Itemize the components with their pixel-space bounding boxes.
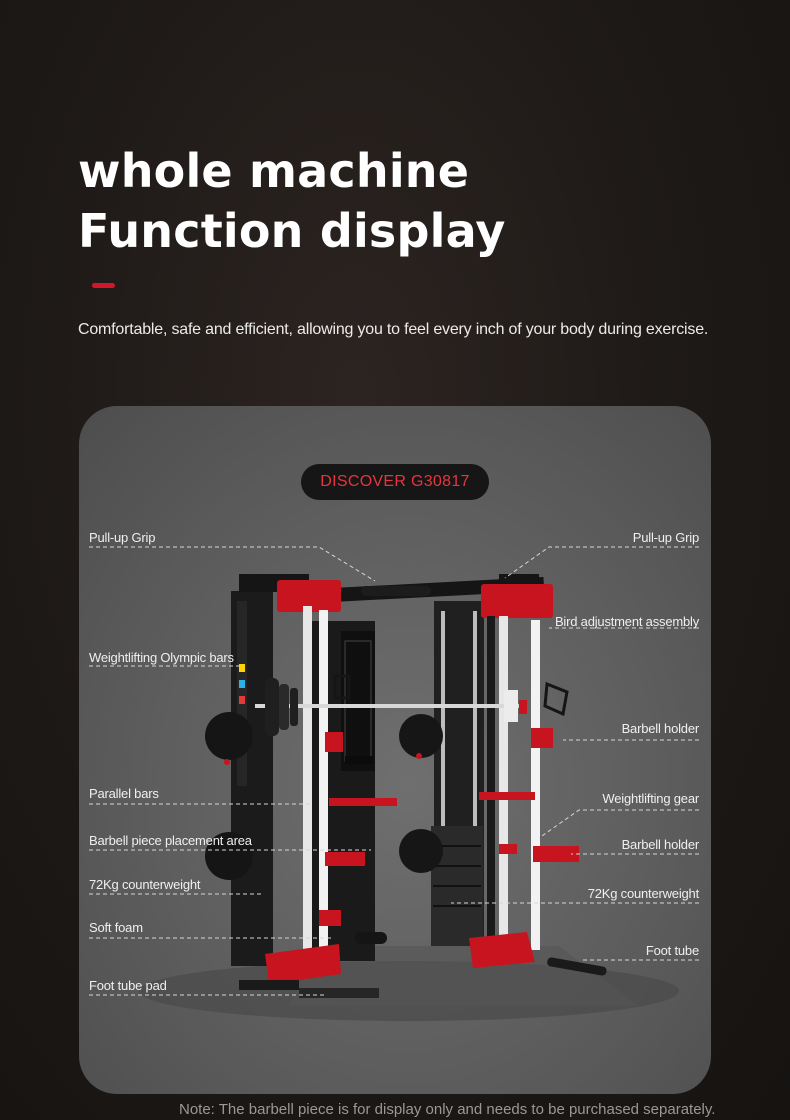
label-barbell-holder-bottom: Barbell holder — [621, 837, 700, 852]
machine-illustration — [89, 546, 699, 1021]
title-line-2: Function display — [78, 204, 506, 258]
label-counterweight-left: 72Kg counterweight — [89, 877, 201, 892]
title-line-1: whole machine — [78, 144, 470, 198]
label-bird-adjustment-assembly: Bird adjustment assembly — [554, 614, 699, 629]
label-foot-tube: Foot tube — [645, 943, 699, 958]
product-display-panel: DISCOVER G30817 — [79, 406, 711, 1094]
label-parallel-bars: Parallel bars — [89, 786, 159, 801]
disclaimer-note: Note: The barbell piece is for display o… — [179, 1101, 716, 1118]
label-counterweight-right: 72Kg counterweight — [587, 886, 700, 901]
label-barbell-piece-placement-area: Barbell piece placement area — [89, 833, 252, 848]
label-soft-foam: Soft foam — [89, 920, 143, 935]
label-weightlifting-gear: Weightlifting gear — [602, 791, 699, 806]
accent-divider — [92, 283, 115, 288]
model-badge: DISCOVER G30817 — [301, 464, 489, 500]
label-barbell-holder-top: Barbell holder — [621, 721, 700, 736]
label-weightlifting-olympic-bars: Weightlifting Olympic bars — [89, 650, 234, 665]
label-pull-up-grip-right: Pull-up Grip — [632, 530, 699, 545]
label-foot-tube-pad: Foot tube pad — [89, 978, 167, 993]
label-pull-up-grip-left: Pull-up Grip — [89, 530, 156, 545]
page-title: whole machine Function display — [78, 141, 506, 261]
page-subtitle: Comfortable, safe and efficient, allowin… — [78, 321, 709, 338]
